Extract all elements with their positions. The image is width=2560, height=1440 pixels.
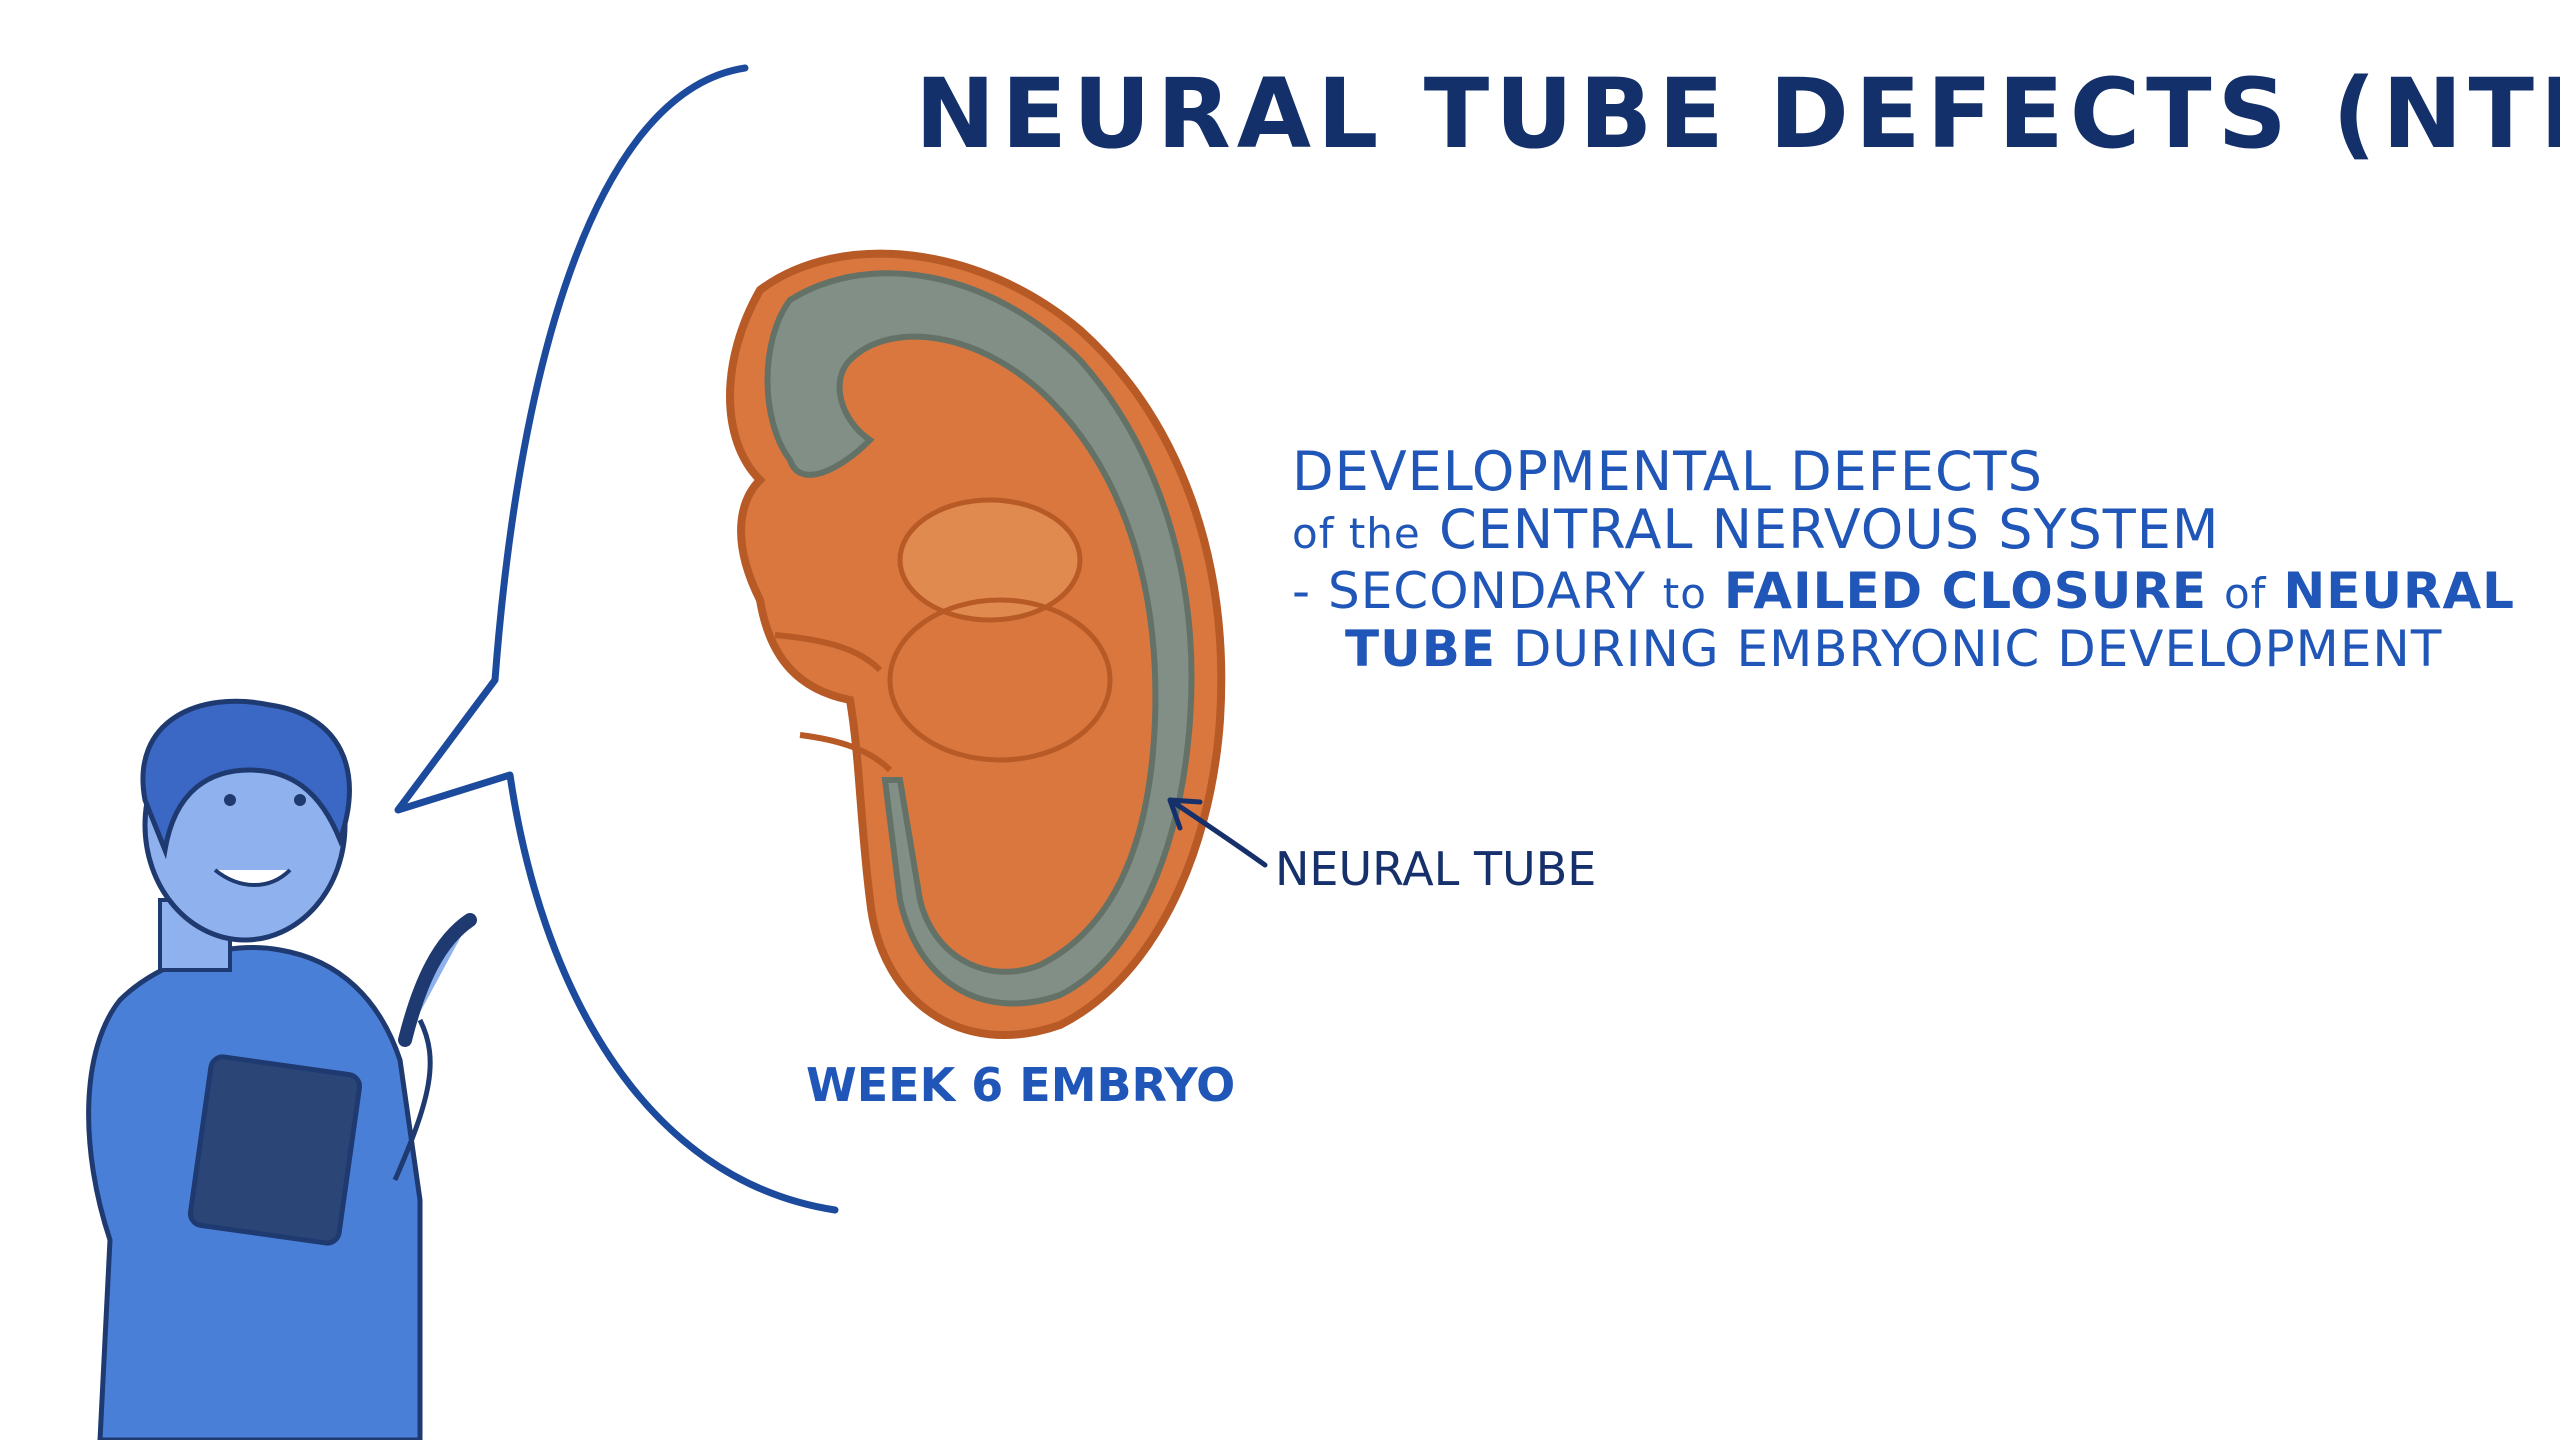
- speech-bubble-outline: [394, 64, 839, 1214]
- neural-tube-arrow: [1167, 797, 1268, 868]
- definition-line-4: TUBE DURING EMBRYONIC DEVELOPMENT: [1345, 620, 2442, 678]
- during-development-text: DURING EMBRYONIC DEVELOPMENT: [1512, 620, 2443, 678]
- definition-line-1: DEVELOPMENTAL DEFECTS: [1292, 440, 2043, 503]
- tube-text: TUBE: [1345, 620, 1496, 678]
- definition-line-2: of the CENTRAL NERVOUS SYSTEM: [1292, 498, 2219, 561]
- dash: -: [1292, 562, 1312, 620]
- definition-line-3: - SECONDARY to FAILED CLOSURE of NEURAL: [1292, 562, 2515, 620]
- of-text: of: [2223, 569, 2267, 618]
- definition-prefix: of the: [1292, 509, 1421, 558]
- page-title: NEURAL TUBE DEFECTS (NTD): [915, 58, 2560, 170]
- embryo-illustration: [726, 249, 1226, 1039]
- secondary-text: SECONDARY: [1327, 562, 1646, 620]
- neural-text: NEURAL: [2283, 562, 2516, 620]
- neural-tube-label: NEURAL TUBE: [1275, 842, 1597, 896]
- embryo-label: WEEK 6 EMBRYO: [806, 1058, 1236, 1112]
- nurse-character: [86, 698, 477, 1440]
- failed-closure-text: FAILED CLOSURE: [1723, 562, 2208, 620]
- definition-text: DEVELOPMENTAL DEFECTS: [1292, 440, 2043, 503]
- definition-cns: CENTRAL NERVOUS SYSTEM: [1438, 498, 2220, 561]
- to-text: to: [1662, 569, 1707, 618]
